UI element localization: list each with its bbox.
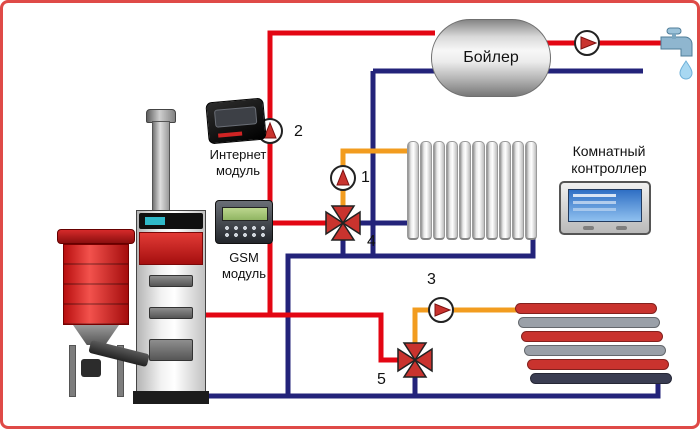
hopper-lid: [57, 229, 135, 244]
floor-coil-pipe: [530, 373, 672, 384]
radiator-fin: [433, 141, 446, 240]
water-drop-icon: [679, 60, 693, 80]
gsm-module: [215, 200, 273, 244]
radiator-fin: [459, 141, 472, 240]
boiler-door: [149, 339, 193, 361]
radiator-fin: [420, 141, 433, 240]
return-pipe: [206, 379, 661, 399]
hopper-cone: [73, 325, 119, 345]
return-pipe: [285, 233, 536, 396]
radiator-fin: [407, 141, 420, 240]
fuel-hopper: [63, 244, 129, 325]
floor-coil-pipe: [527, 359, 669, 370]
pump-3-icon: [428, 297, 454, 323]
floor-coil-pipe: [521, 331, 663, 342]
controller-button: [583, 226, 594, 230]
radiator-fin: [472, 141, 485, 240]
hopper-seams: [64, 245, 128, 324]
radiator-fin: [485, 141, 498, 240]
gsm-module-label: GSM модуль: [221, 250, 267, 281]
marker-pump-2: 2: [294, 123, 303, 140]
supply-pipe: [205, 30, 435, 318]
room-controller-screen: [568, 189, 642, 222]
boiler-brand-band: [139, 232, 203, 265]
boiler-display: [145, 217, 165, 225]
auger-motor: [81, 359, 101, 377]
hot-water-tank: Бойлер: [431, 19, 551, 97]
boiler-door: [149, 275, 193, 287]
faucet-icon: [660, 27, 693, 80]
radiator-fin: [446, 141, 459, 240]
radiator: [407, 141, 537, 240]
hopper-leg: [69, 345, 76, 397]
internet-module-label: Интернет модуль: [209, 147, 267, 178]
marker-pump-3: 3: [427, 271, 436, 288]
gsm-module-keys: [223, 225, 268, 238]
tank-label: Бойлер: [463, 49, 519, 66]
pipes-layer: [205, 27, 693, 399]
internet-module-led: [218, 131, 243, 138]
boiler-base: [133, 391, 209, 404]
floor-coil-pipe: [515, 303, 657, 314]
room-controller-label: Комнатный контроллер: [571, 143, 647, 176]
marker-valve-5: 5: [377, 371, 386, 388]
mixing-valve-5-icon: [397, 342, 433, 378]
boiler-control-panel: [139, 213, 203, 229]
room-controller: [559, 181, 651, 235]
marker-valve-4: 4: [367, 233, 376, 250]
floor-heating-coil: [515, 303, 680, 387]
internet-module-screen: [213, 106, 258, 128]
floor-coil-pipe: [524, 345, 666, 356]
mixing-valve-4-icon: [325, 205, 361, 241]
pump-dhw-icon: [574, 30, 600, 56]
radiator-fin: [498, 141, 511, 240]
hopper-leg: [117, 345, 124, 397]
radiator-fin: [524, 141, 537, 240]
controller-button: [616, 226, 627, 230]
pump-1-icon: [330, 165, 356, 191]
marker-pump-1: 1: [361, 169, 370, 186]
supply-pipes: [205, 30, 679, 363]
radiator-fin: [511, 141, 524, 240]
mixed-pipe: [412, 307, 519, 346]
supply-pipe: [270, 312, 400, 363]
internet-module: [205, 97, 267, 145]
boiler-door: [149, 307, 193, 319]
gsm-module-screen: [222, 207, 268, 221]
chimney: [152, 121, 170, 213]
floor-coil-pipe: [518, 317, 660, 328]
